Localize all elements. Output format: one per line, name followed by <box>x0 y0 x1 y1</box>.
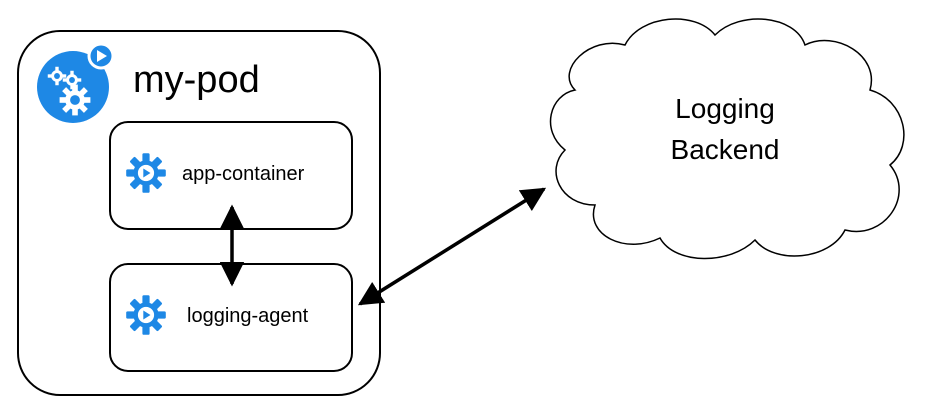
pod-title: my-pod <box>133 59 260 101</box>
backend-label-line2: Backend <box>671 134 780 165</box>
logging-agent-label: logging-agent <box>187 305 309 327</box>
backend-link-arrow <box>357 187 547 306</box>
kubernetes-pod-icon <box>37 42 115 123</box>
app-container-label: app-container <box>182 163 305 185</box>
backend-label-line1: Logging <box>675 93 775 124</box>
container-gear-icon <box>126 153 166 193</box>
cloud-icon <box>549 18 905 260</box>
container-gear-icon <box>126 295 166 335</box>
